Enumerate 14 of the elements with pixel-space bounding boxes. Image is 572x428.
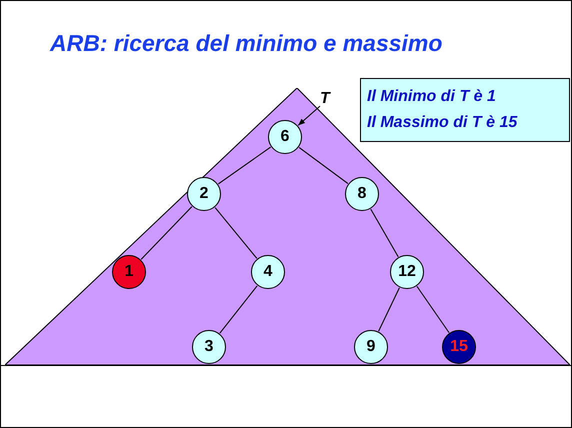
result-text: Il Minimo di T è 1 xyxy=(367,88,497,106)
slide-title: ARB: ricerca del minimo e massimo xyxy=(50,30,442,57)
tree-edge xyxy=(214,207,258,259)
tree-edge xyxy=(218,146,272,184)
tree-edge xyxy=(378,287,400,332)
tree-edge xyxy=(298,146,348,184)
arrow xyxy=(298,106,320,126)
result-text: Il Massimo di T è 15 xyxy=(367,114,518,132)
tree-edge xyxy=(219,285,258,334)
tree-edge xyxy=(416,286,450,334)
tree-edge xyxy=(370,208,399,258)
pointer-label: T xyxy=(320,90,334,110)
tree-edge xyxy=(140,206,192,260)
result-box xyxy=(360,78,570,142)
